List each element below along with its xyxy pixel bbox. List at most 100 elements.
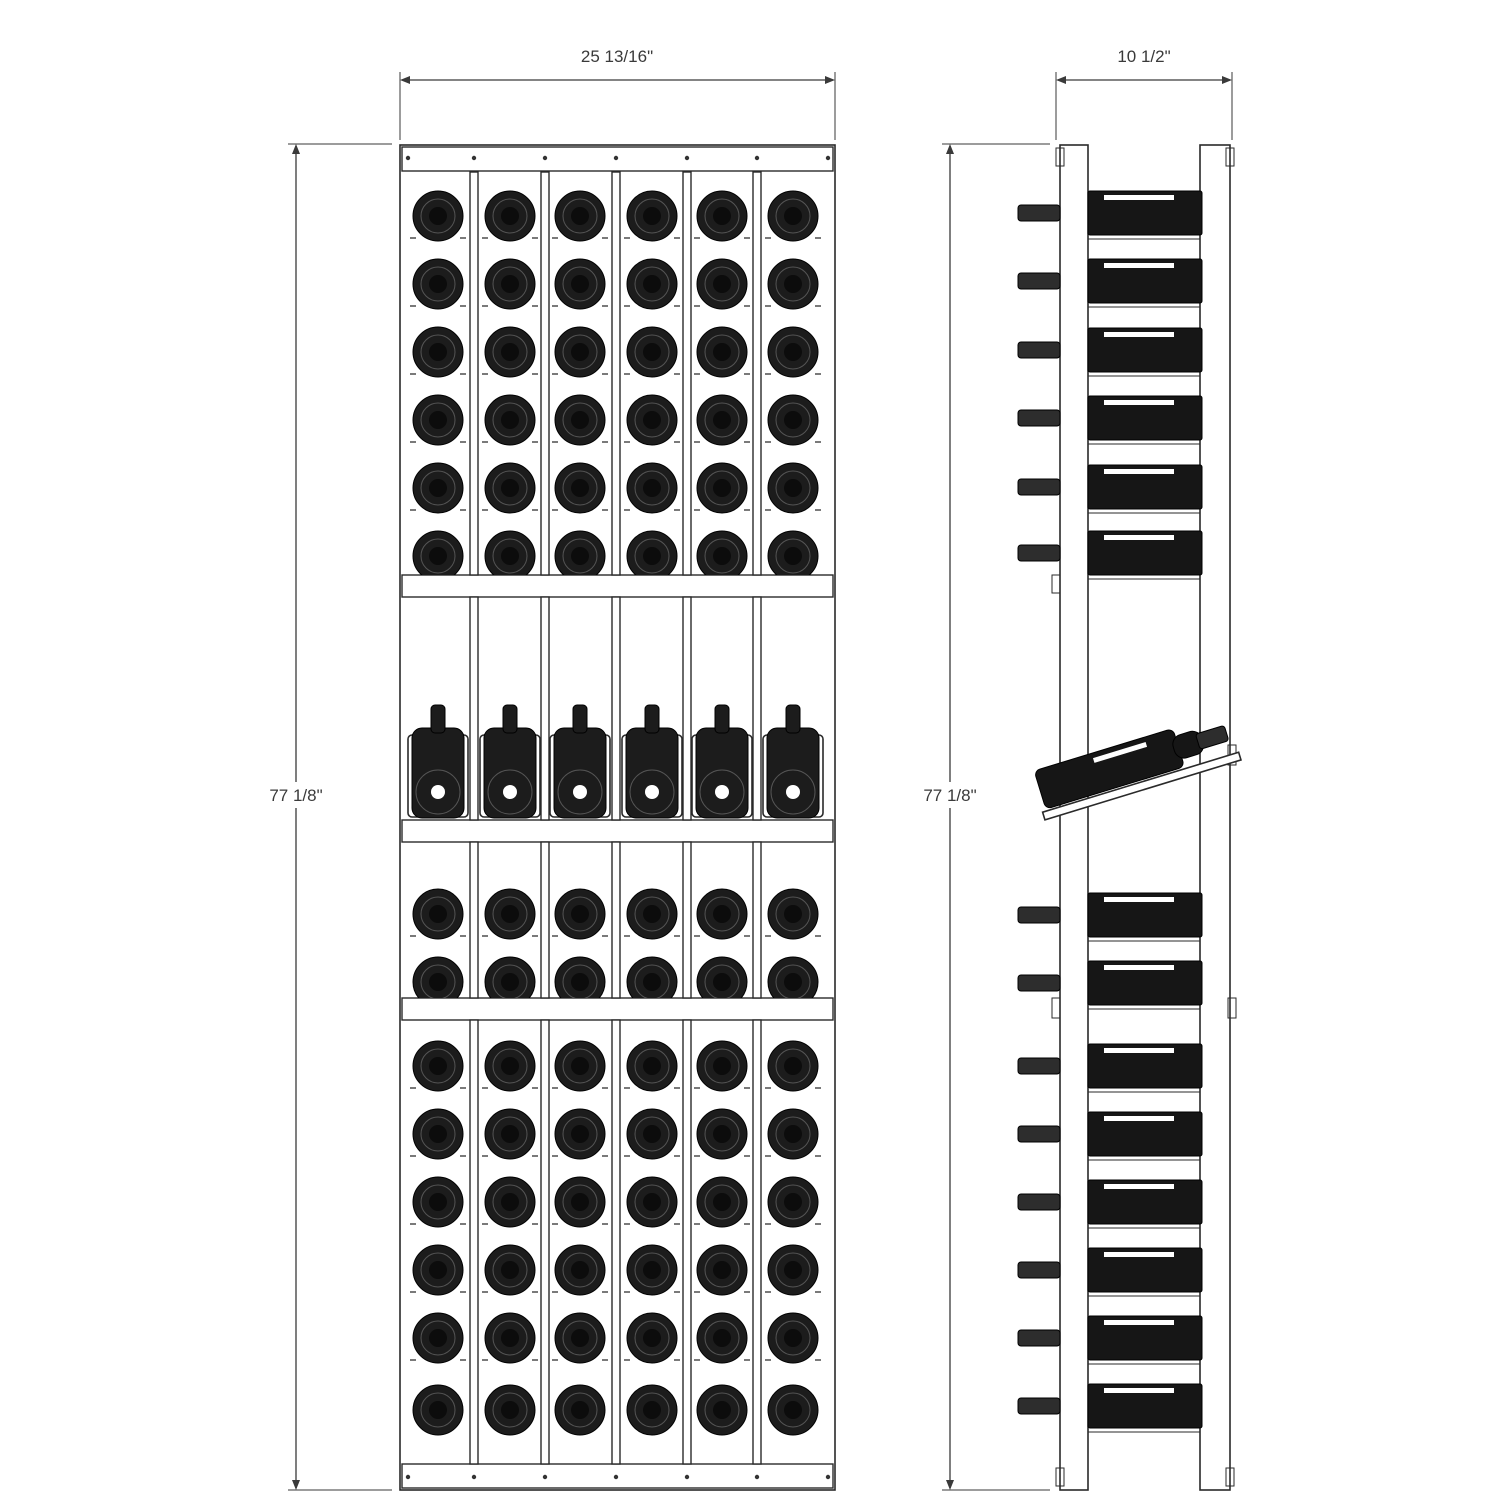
bottle-punt	[501, 343, 519, 361]
display-bottle-base	[415, 769, 461, 815]
side-bottle	[1017, 190, 1203, 240]
bottle-ring	[704, 402, 740, 438]
bottle-ring	[775, 1048, 811, 1084]
front-uprights	[405, 155, 831, 1480]
bottle-end	[694, 1312, 750, 1364]
bottle-end	[694, 1244, 750, 1296]
bottle-end	[484, 530, 536, 575]
bottle-end	[765, 1312, 821, 1364]
bottle-ring	[634, 334, 670, 370]
bottle-punt	[713, 1193, 731, 1211]
side-bottle-body	[1087, 464, 1203, 510]
bottle-ring	[634, 1392, 670, 1428]
divider	[469, 841, 479, 999]
bottle-end	[624, 1108, 680, 1160]
side-bottle-neck	[1017, 544, 1061, 562]
side-height-label: 77 1/8"	[923, 786, 976, 805]
bottle-punt	[643, 973, 661, 991]
bottle-ring	[492, 266, 528, 302]
divider	[752, 1019, 762, 1465]
bottle-end	[410, 258, 466, 310]
bottle-end	[765, 394, 821, 446]
divider	[682, 1019, 692, 1465]
display-bottle-neck	[714, 704, 730, 734]
bottle-end	[624, 394, 680, 446]
bottle-punt	[784, 1401, 802, 1419]
bottle-end	[626, 530, 678, 575]
bottle-end	[554, 956, 606, 998]
bottle-punt	[784, 275, 802, 293]
side-bottle	[1017, 1043, 1203, 1093]
bottle-end	[412, 530, 464, 575]
bottle-end	[765, 326, 821, 378]
bottle-punt	[713, 207, 731, 225]
bottle-ring	[492, 1116, 528, 1152]
bottle-end	[694, 258, 750, 310]
side-bottle	[1017, 892, 1203, 942]
bottle-ring	[492, 1184, 528, 1220]
side-display-bottle	[1035, 725, 1242, 821]
bottle-ring	[634, 266, 670, 302]
bottle-ring	[562, 1048, 598, 1084]
bottle-ring	[492, 198, 528, 234]
bottle-punt	[571, 905, 589, 923]
side-bottle-label	[1104, 1252, 1174, 1257]
bottle-end	[484, 956, 536, 998]
bottle-ring	[634, 538, 670, 574]
bottle-end	[482, 462, 538, 514]
screw-dot	[825, 1474, 831, 1480]
side-bottle-label	[1104, 965, 1174, 970]
divider	[611, 596, 621, 821]
side-bottle-label	[1104, 195, 1174, 200]
side-bottle-body	[1087, 190, 1203, 236]
bottle-end	[765, 1244, 821, 1296]
bottle-end	[624, 1312, 680, 1364]
bottle-ring	[704, 470, 740, 506]
bottle-punt	[501, 1329, 519, 1347]
divider	[540, 171, 550, 576]
side-bottle-label	[1104, 1320, 1174, 1325]
divider	[752, 171, 762, 576]
bottle-punt	[784, 343, 802, 361]
side-bottle-label	[1104, 1048, 1174, 1053]
bottle-punt	[571, 1329, 589, 1347]
bottle-end	[552, 1244, 608, 1296]
bottle-ring	[420, 198, 456, 234]
display-bottle-base	[557, 769, 603, 815]
bottle-end	[694, 888, 750, 940]
bottle-ring	[704, 896, 740, 932]
display-bottle-neck	[785, 704, 801, 734]
bottle-ring	[492, 1392, 528, 1428]
bottle-end	[412, 1384, 464, 1436]
upper-shelf-rail	[401, 574, 834, 598]
side-bottle-body	[1087, 1179, 1203, 1225]
bottle-punt	[643, 411, 661, 429]
bottle-end	[552, 326, 608, 378]
bottle-end	[410, 888, 466, 940]
side-bottle	[1017, 1111, 1203, 1161]
screw-dot	[684, 1474, 690, 1480]
side-bracket-2	[1051, 997, 1061, 1019]
screw-dot	[825, 155, 831, 161]
bottle-end	[410, 1176, 466, 1228]
bottle-punt	[571, 207, 589, 225]
bottle-end	[626, 956, 678, 998]
bottle-end	[694, 462, 750, 514]
bottle-punt	[643, 1057, 661, 1075]
front-view	[399, 144, 836, 1491]
side-bottle-body	[1087, 530, 1203, 576]
bottle-punt	[429, 1329, 447, 1347]
bottle-punt	[713, 411, 731, 429]
bottle-ring	[562, 1116, 598, 1152]
side-bottle-body	[1087, 1043, 1203, 1089]
display-bottle-punt	[645, 785, 659, 799]
bottle-end	[482, 1244, 538, 1296]
side-bottle	[1017, 327, 1203, 377]
bottle-ring	[704, 198, 740, 234]
bottle-punt	[784, 547, 802, 565]
side-bottle-neck	[1017, 974, 1061, 992]
bottle-ring	[420, 964, 456, 998]
bottle-ring	[562, 1252, 598, 1288]
bottle-ring	[634, 1184, 670, 1220]
bottle-punt	[429, 547, 447, 565]
